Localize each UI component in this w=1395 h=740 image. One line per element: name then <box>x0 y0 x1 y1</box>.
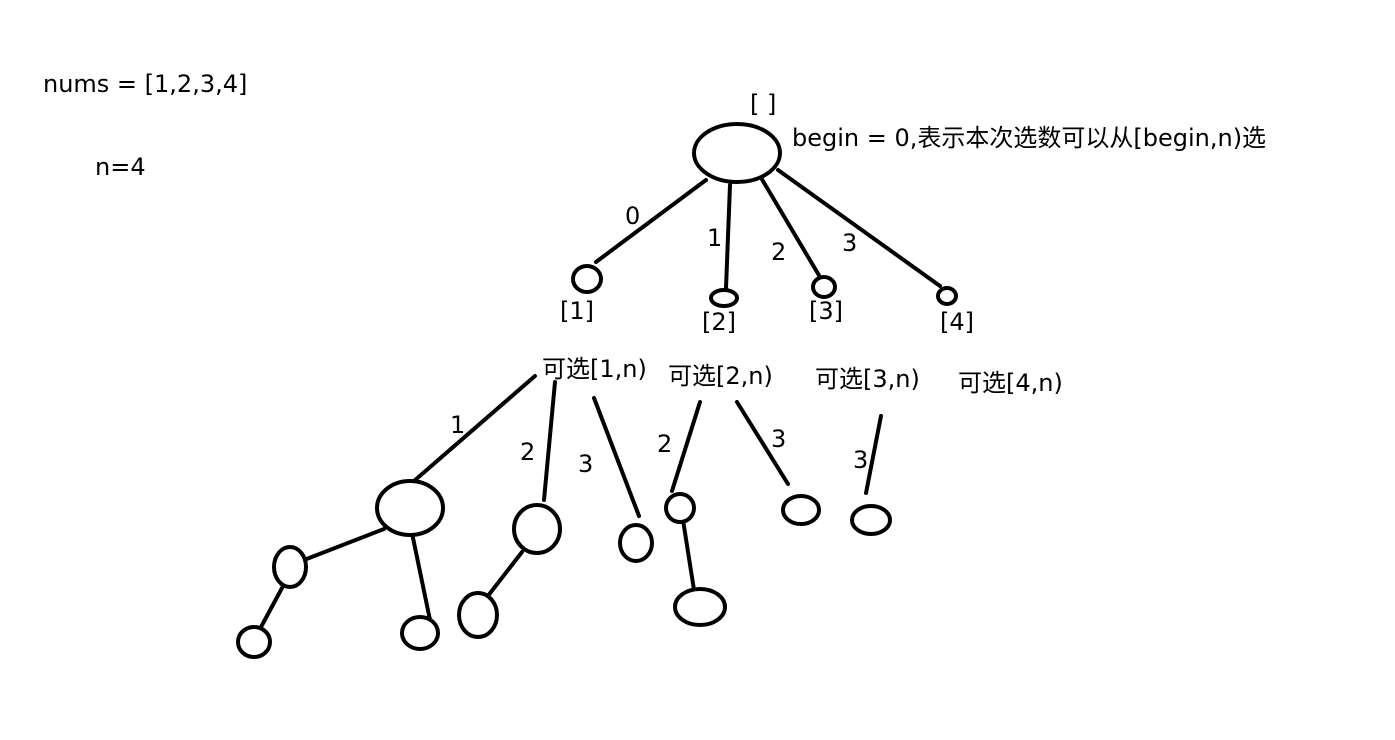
edge-deep-c <box>259 586 284 629</box>
edge2-label-1: 1 <box>450 411 465 439</box>
range-label-2: 可选[2,n) <box>668 362 773 390</box>
edge-root-to-3 <box>758 174 822 279</box>
edge-deep-a <box>302 527 386 562</box>
node-label-3: [3] <box>809 297 843 325</box>
node-1234 <box>236 625 272 659</box>
begin-note: begin = 0,表示本次选数可以从[begin,n)选 <box>792 124 1266 152</box>
node-34 <box>850 504 892 536</box>
node-14 <box>618 523 654 563</box>
edge-deep-d <box>482 550 524 603</box>
edge-3-to-1 <box>864 414 883 495</box>
edge2-label-3: 3 <box>578 450 593 478</box>
edge2-label-4: 2 <box>657 430 672 458</box>
edge-label-2: 2 <box>771 238 786 266</box>
node-234 <box>673 587 727 627</box>
edge-root-to-1 <box>594 178 708 264</box>
node-12 <box>375 479 445 537</box>
edge-label-3: 3 <box>842 229 857 257</box>
edge-label-0: 0 <box>625 202 640 230</box>
edge2-label-2: 2 <box>520 438 535 466</box>
node-13 <box>512 503 562 555</box>
root-label: [ ] <box>750 90 776 118</box>
range-label-1: 可选[1,n) <box>542 355 647 383</box>
node-label-4: [4] <box>940 308 974 336</box>
edge-root-to-2 <box>724 183 732 290</box>
node-134 <box>457 591 499 639</box>
node-4 <box>936 286 958 306</box>
root-node <box>692 122 782 184</box>
edge-2-to-1 <box>670 400 702 493</box>
node-24 <box>781 494 821 526</box>
n-label: n=4 <box>95 153 146 181</box>
edge-2-to-2 <box>735 400 790 486</box>
node-1 <box>571 264 603 294</box>
edge-label-1: 1 <box>707 224 722 252</box>
node-23 <box>664 492 696 524</box>
edge-1-to-2 <box>542 380 557 502</box>
range-label-3: 可选[3,n) <box>815 365 920 393</box>
edge-deep-b <box>410 531 432 622</box>
node-label-1: [1] <box>560 297 594 325</box>
node-label-2: [2] <box>702 308 736 336</box>
edge-root-to-4 <box>776 168 942 288</box>
edge2-label-6: 3 <box>853 446 868 474</box>
node-123 <box>272 545 308 589</box>
node-2 <box>709 288 739 308</box>
nums-label: nums = [1,2,3,4] <box>43 70 247 98</box>
node-124 <box>400 615 440 651</box>
edge-deep-e <box>681 518 696 592</box>
edge-1-to-3 <box>592 396 641 518</box>
edge-1-to-1 <box>412 374 537 483</box>
node-3 <box>811 275 837 299</box>
edge2-label-5: 3 <box>771 425 786 453</box>
range-label-4: 可选[4,n) <box>958 369 1063 397</box>
